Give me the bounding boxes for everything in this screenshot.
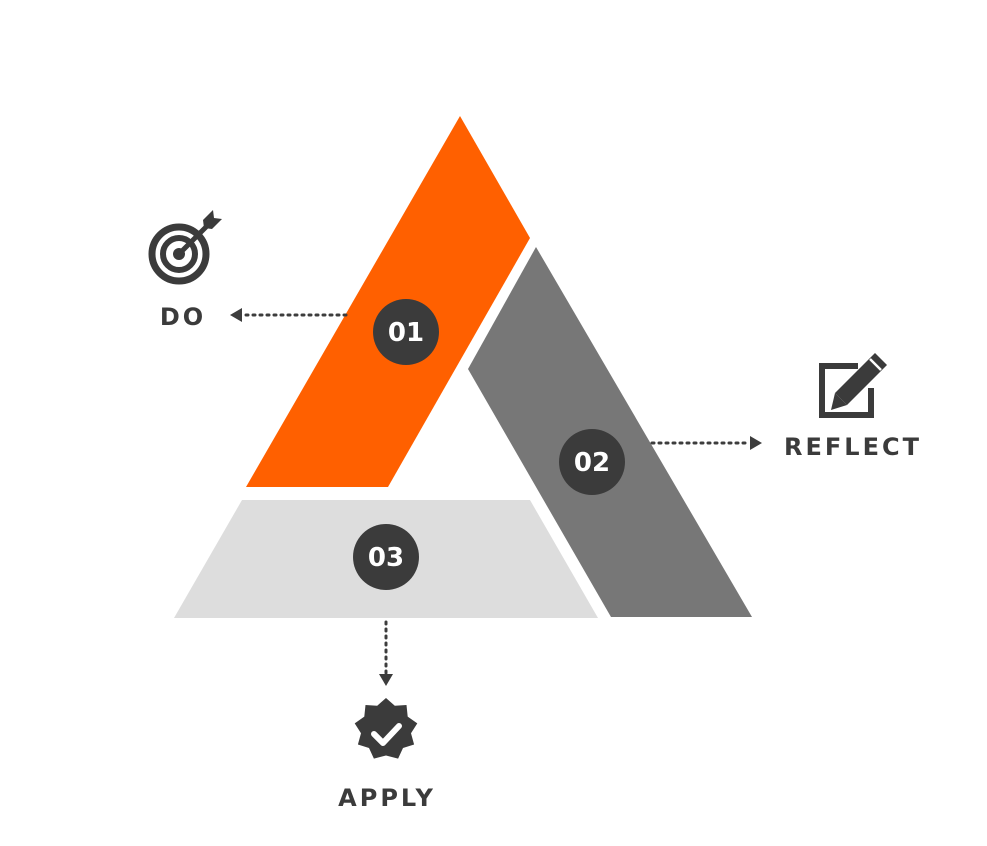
step-number-03: 03 (368, 543, 404, 573)
check-badge-icon (354, 698, 418, 759)
label-apply: APPLY (338, 784, 436, 812)
step-badge-03: 03 (353, 524, 419, 590)
label-reflect: REFLECT (784, 433, 922, 461)
segment-do (246, 116, 530, 487)
step-number-02: 02 (574, 448, 610, 478)
step-number-01: 01 (388, 318, 424, 348)
label-do: DO (160, 303, 206, 331)
edit-note-icon (819, 353, 887, 418)
step-badge-01: 01 (373, 299, 439, 365)
step-badge-02: 02 (559, 429, 625, 495)
connector-apply (379, 620, 393, 686)
connector-do (230, 308, 348, 322)
target-icon (148, 210, 222, 285)
segment-reflect (468, 247, 752, 617)
connector-reflect (650, 436, 762, 450)
